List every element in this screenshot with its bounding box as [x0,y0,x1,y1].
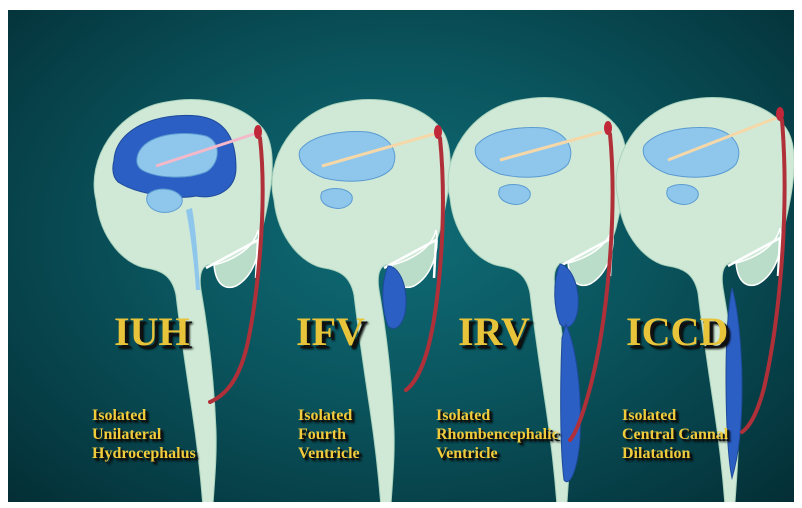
desc-line: Dilatation [622,444,728,463]
label-desc-ifv: Isolated Fourth Ventricle [298,406,360,463]
desc-line: Central Cannal [622,425,728,444]
desc-line: Isolated [436,406,559,425]
label-abbr-irv: IRV [458,308,530,355]
label-desc-irv: Isolated Rhombencephalic Ventricle [436,406,559,463]
desc-line: Isolated [92,406,196,425]
desc-line: Hydrocephalus [92,444,196,463]
label-desc-iuh: Isolated Unilateral Hydrocephalus [92,406,196,463]
desc-line: Unilateral [92,425,196,444]
desc-line: Ventricle [298,444,360,463]
desc-line: Rhombencephalic [436,425,559,444]
desc-line: Ventricle [436,444,559,463]
label-abbr-ifv: IFV [296,308,365,355]
desc-line: Isolated [298,406,360,425]
label-abbr-iccd: ICCD [626,308,728,355]
label-abbr-iuh: IUH [114,308,190,355]
desc-line: Fourth [298,425,360,444]
diagram-slide: IUH Isolated Unilateral Hydrocephalus IF… [8,10,794,502]
label-desc-iccd: Isolated Central Cannal Dilatation [622,406,728,463]
desc-line: Isolated [622,406,728,425]
